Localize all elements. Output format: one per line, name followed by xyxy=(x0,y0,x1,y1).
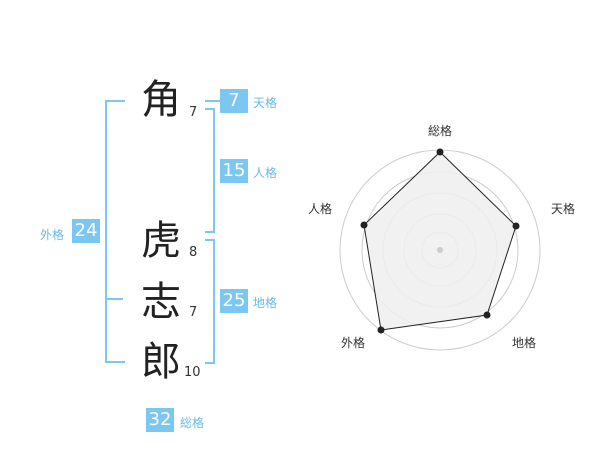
stroke-count-1: 7 xyxy=(189,105,198,120)
gaikaku-bracket xyxy=(105,100,125,363)
radar-point-tenkaku xyxy=(512,222,520,230)
jinkaku-value: 15 xyxy=(220,159,248,183)
stroke-count-2: 8 xyxy=(189,245,198,260)
gaikaku-value: 24 xyxy=(72,219,100,243)
gaikaku-bracket-mid xyxy=(105,298,123,300)
name-char-1: 角 xyxy=(141,77,181,123)
radar-point-gaikaku xyxy=(377,326,385,334)
stroke-count-4: 10 xyxy=(184,365,201,380)
radar-point-chikaku xyxy=(483,311,491,319)
stroke-count-3: 7 xyxy=(189,305,198,320)
chikaku-label: 地格 xyxy=(253,296,278,310)
radar-label-right: 天格 xyxy=(551,201,575,216)
soukaku-label: 総格 xyxy=(180,416,205,430)
gaikaku-label: 外格 xyxy=(40,228,65,242)
name-char-2: 虎 xyxy=(141,218,181,264)
radar-area xyxy=(363,151,517,331)
name-char-3: 志 xyxy=(141,279,181,325)
radar-point-soukaku xyxy=(436,148,444,156)
radar-label-bottom-right: 地格 xyxy=(512,335,536,350)
radar-label-bottom-left: 外格 xyxy=(341,335,365,350)
radar-label-top: 総格 xyxy=(428,123,452,138)
tenkaku-value: 7 xyxy=(220,89,248,113)
chikaku-bracket xyxy=(205,239,215,364)
jinkaku-label: 人格 xyxy=(253,166,278,180)
jinkaku-bracket xyxy=(205,108,215,233)
radar-center-dot xyxy=(437,247,443,253)
tenkaku-label: 天格 xyxy=(253,96,278,110)
radar-point-jinkaku xyxy=(360,221,368,229)
name-char-4: 郎 xyxy=(141,339,181,385)
tenkaku-connector xyxy=(205,100,220,102)
chikaku-value: 25 xyxy=(220,289,248,313)
radar-label-left: 人格 xyxy=(308,201,332,216)
soukaku-value: 32 xyxy=(146,408,174,432)
